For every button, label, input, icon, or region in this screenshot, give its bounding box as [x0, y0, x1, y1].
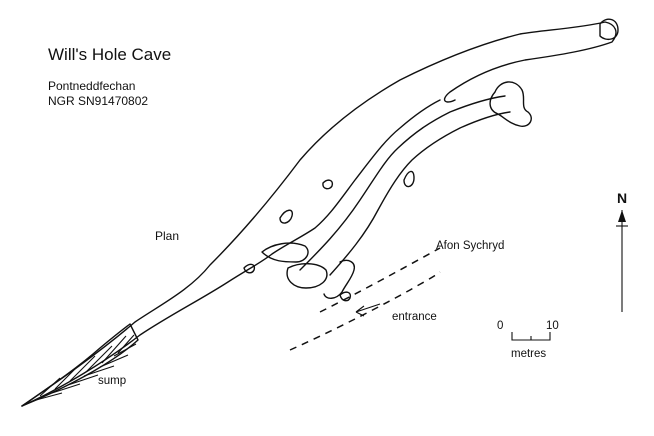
river-afon-sychryd-bank: [289, 271, 441, 351]
location-name: Pontneddfechan: [48, 79, 135, 93]
survey-title: Will's Hole Cave: [48, 45, 171, 64]
east-passage-wall-a: [299, 95, 506, 271]
scale-bar-end: 10: [546, 320, 559, 332]
scale-bar: 0 10 metres: [497, 320, 559, 360]
main-passage-inner-wall: [21, 99, 441, 407]
entrance-passage: [323, 259, 355, 299]
river-afon-sychryd: [319, 247, 441, 313]
river-label: Afon Sychryd: [436, 240, 504, 252]
main-passage-outer-wall: [21, 21, 617, 407]
upper-chamber: [489, 81, 532, 127]
sump-label: sump: [98, 375, 126, 387]
scale-bar-start: 0: [497, 320, 503, 332]
north-arrow: N: [616, 190, 628, 312]
east-passage-wall-b: [329, 111, 511, 276]
sump-hatching: [35, 334, 137, 401]
scale-bar-unit: metres: [511, 348, 546, 360]
entrance-arrow: [355, 303, 381, 317]
plan-label: Plan: [155, 229, 179, 243]
crossover-passage-1: [261, 242, 309, 263]
terminal-chamber: [599, 18, 619, 41]
rock-pillars: [243, 170, 415, 302]
entrance-label: entrance: [392, 311, 437, 323]
sump-outline: [21, 323, 139, 407]
crossover-passage-2: [286, 263, 328, 289]
grid-reference: NGR SN91470802: [48, 94, 148, 108]
north-letter: N: [617, 190, 627, 206]
